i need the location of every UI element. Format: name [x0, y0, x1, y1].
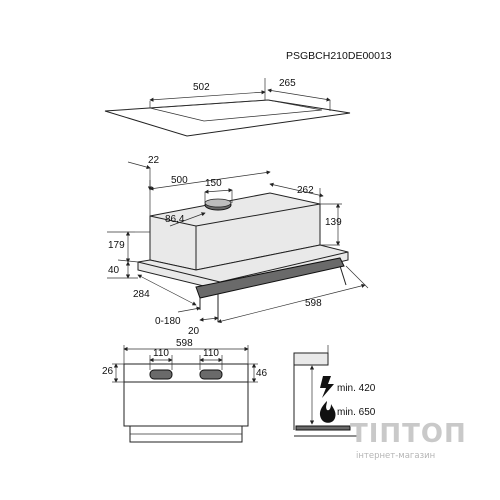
dim-label-86-4: 86,4 — [165, 214, 185, 225]
dim-label-0-180: 0-180 — [155, 316, 181, 327]
front-dim-label-46: 46 — [256, 368, 268, 379]
vent-slot-right — [199, 369, 223, 380]
front-top-strip — [123, 363, 249, 383]
watermark: ТІПТОП інтернет-магазин — [350, 419, 467, 461]
dim-line-262 — [269, 182, 324, 198]
front-body — [123, 381, 249, 427]
clearance-hood — [293, 352, 329, 366]
dim-line-150 — [204, 188, 233, 194]
front-view: 598 110 110 26 46 — [102, 338, 268, 443]
top-view: 502 265 — [104, 78, 351, 137]
dim-label-20: 20 — [188, 326, 200, 337]
dim-label-284: 284 — [133, 289, 150, 300]
dim-label-262: 262 — [297, 185, 314, 196]
front-dim-label-110-right: 110 — [203, 348, 219, 359]
watermark-brand: ТІПТОП — [350, 419, 467, 449]
vent-slot-left — [149, 369, 173, 380]
dim-label-139: 139 — [325, 217, 342, 228]
dim-line-598 — [217, 283, 366, 324]
document-code: PSGBCH210DE00013 — [286, 50, 392, 62]
clearance-label-gas: min. 650 — [337, 407, 376, 418]
front-dim-label-110-left: 110 — [153, 348, 169, 359]
front-dim-label-598: 598 — [176, 338, 193, 349]
dim-line-500 — [149, 170, 271, 191]
watermark-subtitle: інтернет-магазин — [356, 451, 435, 461]
top-view-inner-panel — [149, 99, 323, 122]
iso-view: 22 500 150 262 86,4 139 179 40 284 598 0 — [107, 155, 369, 337]
dim-label-500: 500 — [171, 175, 188, 186]
top-view-panel — [104, 99, 351, 137]
dim-line-502 — [149, 90, 266, 102]
dim-label-40: 40 — [108, 265, 120, 276]
dim-label-22: 22 — [148, 155, 160, 166]
dim-line-20 — [199, 316, 219, 322]
clearance-view: min. 420 min. 650 — [293, 345, 376, 437]
dim-label-150: 150 — [205, 178, 222, 189]
flame-icon — [319, 401, 336, 423]
dim-line-265 — [267, 88, 331, 102]
clearance-hob — [295, 425, 351, 431]
dim-line-284 — [137, 274, 197, 306]
dim-label-179: 179 — [108, 240, 125, 251]
dim-label-265: 265 — [279, 78, 296, 89]
dim-label-598: 598 — [305, 298, 322, 309]
dim-label-502: 502 — [193, 82, 210, 93]
lightning-icon — [320, 376, 334, 398]
clearance-label-electric: min. 420 — [337, 383, 376, 394]
front-dim-label-26: 26 — [102, 366, 114, 377]
